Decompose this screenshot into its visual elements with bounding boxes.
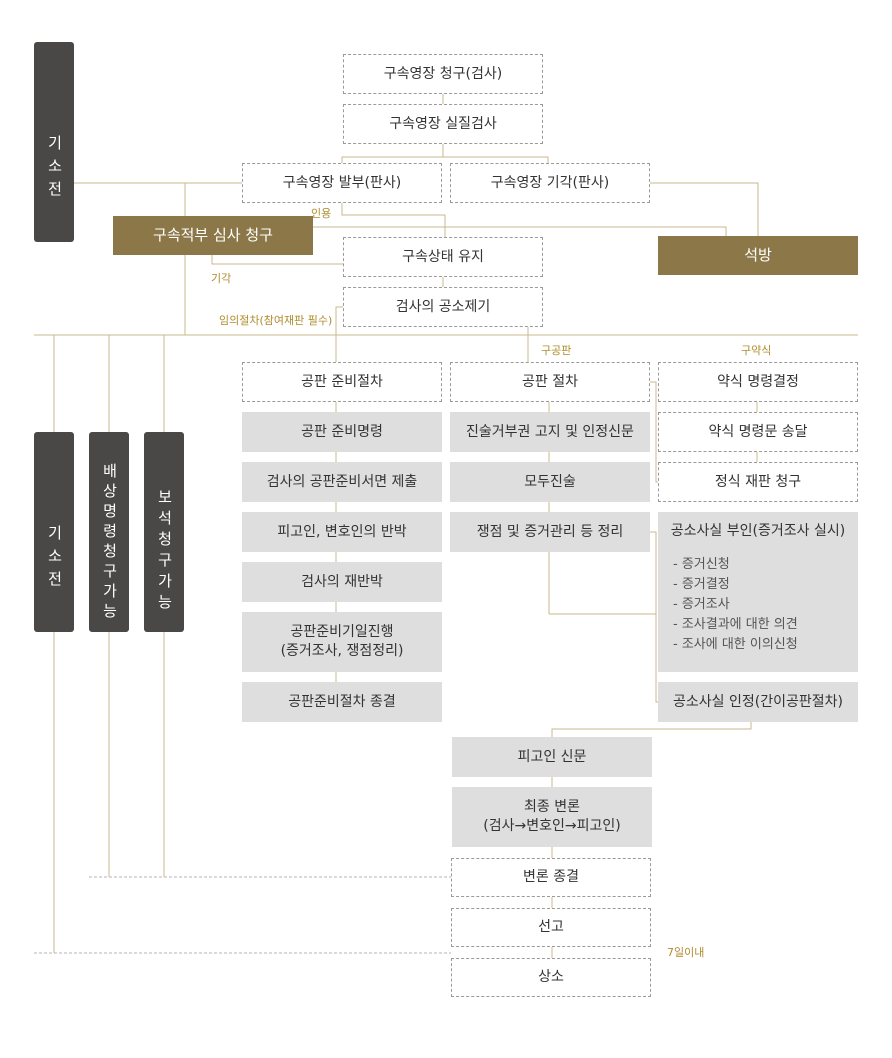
summary-step-1: 약식 명령문 송달 xyxy=(658,412,858,452)
warrant-issued-box: 구속영장 발부(판사) xyxy=(242,163,442,203)
prep-step-6: 공판준비절차 종결 xyxy=(242,682,442,722)
fact-admission-box: 공소사실 인정(간이공판절차) xyxy=(658,682,858,722)
argument-end-box: 변론 종결 xyxy=(451,858,651,897)
warrant-review-box: 구속영장 실질검사 xyxy=(343,104,543,144)
fact-denial-item: - 증거신청 xyxy=(673,557,730,572)
closing-argument-line2: (검사→변호인→피고인) xyxy=(483,818,621,834)
prep-procedure-header: 공판 준비절차 xyxy=(242,362,442,402)
pre-indictment-bar-top-label: 기소전 xyxy=(45,135,64,204)
compensation-order-bar-label: 배상명령청구가능 xyxy=(100,463,119,623)
prep-step-1: 공판 준비명령 xyxy=(242,412,442,452)
prep-step-4: 검사의 재반박 xyxy=(242,562,442,602)
optional-procedure-label: 임의절차(참여재판 필수) xyxy=(219,314,333,327)
appeal-box: 상소 xyxy=(451,958,651,997)
trial-procedure-header: 공판 절차 xyxy=(450,362,650,402)
warrant-request-box: 구속영장 청구(검사) xyxy=(343,54,543,94)
bail-bar-label: 보석청구가능 xyxy=(155,489,174,615)
prep-step-2: 검사의 공판준비서면 제출 xyxy=(242,462,442,502)
summary-request-label: 구약식 xyxy=(741,344,772,357)
warrant-rejected-box: 구속영장 기각(판사) xyxy=(450,163,650,203)
prep-step-5-line2: (증거조사, 쟁점정리) xyxy=(280,643,404,659)
pre-indictment-bar-bottom: 기소전 xyxy=(34,432,74,632)
release-box: 석방 xyxy=(658,236,858,275)
prep-step-5-line1: 공판준비기일진행 xyxy=(290,624,394,641)
summary-step-2: 정식 재판 청구 xyxy=(658,462,858,502)
trial-step-2: 모두진술 xyxy=(450,462,650,502)
compensation-order-bar: 배상명령청구가능 xyxy=(89,432,129,632)
fact-denial-item: - 증거조사 xyxy=(673,597,730,612)
trial-step-3: 쟁점 및 증거관리 등 정리 xyxy=(450,512,650,552)
within-7-days-label: 7일이내 xyxy=(667,946,705,959)
sentence-box: 선고 xyxy=(451,908,651,947)
prep-step-5: 공판준비기일진행 (증거조사, 쟁점정리) xyxy=(242,612,442,672)
accepted-label: 인용 xyxy=(311,207,332,220)
closing-argument-box: 최종 변론 (검사→변호인→피고인) xyxy=(452,787,652,847)
fact-denial-item: - 증거결정 xyxy=(673,577,730,592)
summary-order-header: 약식 명령결정 xyxy=(658,362,858,402)
detention-maintained-box: 구속상태 유지 xyxy=(343,237,543,277)
fact-denial-box xyxy=(658,512,858,672)
prep-step-3: 피고인, 변호인의 반박 xyxy=(242,512,442,552)
rejected-label: 기각 xyxy=(211,272,232,285)
fact-denial-list: - 증거신청 - 증거결정 - 증거조사 - 조사결과에 대한 의견 - 조사에… xyxy=(673,555,798,655)
trial-step-1: 진술거부권 고지 및 인정신문 xyxy=(450,412,650,452)
pre-indictment-bar-bottom-label: 기소전 xyxy=(45,525,64,594)
bail-bar: 보석청구가능 xyxy=(144,432,184,632)
fact-denial-item: - 조사에 대한 이의신청 xyxy=(673,637,798,652)
formal-trial-request-label: 구공판 xyxy=(541,344,572,357)
pre-indictment-bar-top: 기소전 xyxy=(34,42,74,242)
fact-denial-title: 공소사실 부인(증거조사 실시) xyxy=(670,523,846,539)
closing-argument-line1: 최종 변론 xyxy=(524,799,580,816)
fact-denial-item: - 조사결과에 대한 의견 xyxy=(673,617,798,632)
detention-review-box: 구속적부 심사 청구 xyxy=(113,216,313,255)
indictment-box: 검사의 공소제기 xyxy=(343,287,543,327)
defendant-examination-box: 피고인 신문 xyxy=(452,737,652,777)
